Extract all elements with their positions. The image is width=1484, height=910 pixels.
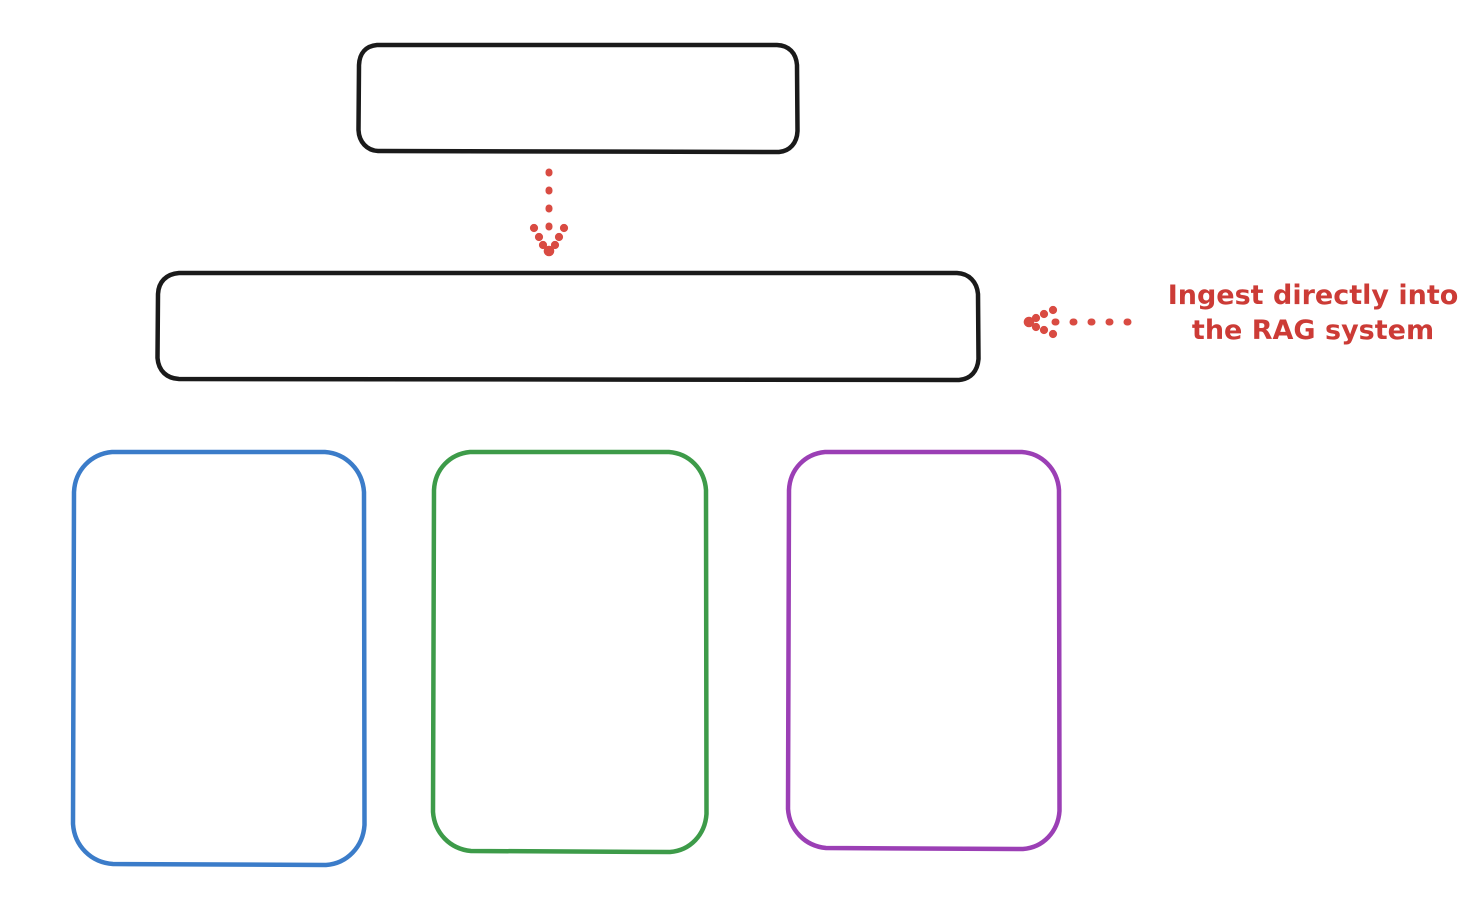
- vector-index-label: VectorIndex: [134, 729, 304, 758]
- sql-table-label: SQLTable: [861, 705, 987, 734]
- node-relational-io[interactable]: RelationalIO (insert_sql, query_sql) SQL…: [785, 448, 1063, 852]
- connector-ingest-to-rag-tool: [1023, 305, 1132, 339]
- key-value-io-signature: KeyValueIO (set_key, delete_key, get): [457, 566, 683, 660]
- relational-io-signature: RelationalIO (insert_sql, query_sql): [837, 565, 1011, 658]
- node-vector-io[interactable]: VectorIO (insert_chunks, delete_chunks, …: [70, 448, 368, 868]
- key-value-index-label: KeyValueIndex: [465, 706, 675, 736]
- agent-label: AGENT: [516, 80, 640, 116]
- annotation-ingest-note: Ingest directly into the RAG system: [1167, 280, 1459, 347]
- connector-agent-to-rag-tool: [529, 168, 569, 257]
- node-key-value-io[interactable]: KeyValueIO (set_key, delete_key, get) Ke…: [430, 448, 710, 855]
- node-rag-tool[interactable]: RAG Tool: [155, 270, 981, 383]
- vector-io-signature: VectorIO (insert_chunks, delete_chunks, …: [111, 557, 327, 682]
- node-agent[interactable]: AGENT: [356, 42, 800, 155]
- rag-tool-label: RAG Tool: [498, 309, 638, 343]
